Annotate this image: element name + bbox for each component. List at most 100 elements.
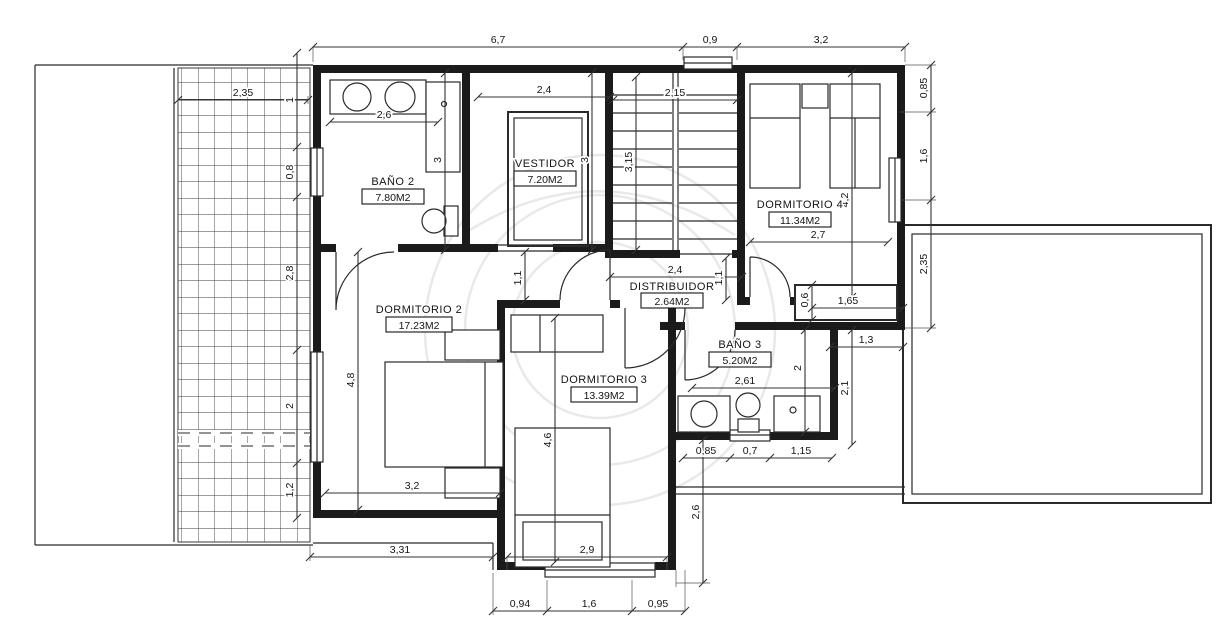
dim-hall-width: 2,4 — [668, 264, 683, 276]
staircase — [613, 73, 737, 250]
room-area: 7.80M2 — [375, 192, 410, 204]
sink-bowl — [384, 81, 416, 113]
room-label-bano2: BAÑO 2 7.80M2 — [361, 174, 425, 205]
room-area: 17.23M2 — [399, 320, 440, 332]
terrace-right — [676, 224, 1212, 504]
terrace-left — [34, 64, 494, 570]
dim-hall-right-depth: 1,1 — [713, 271, 725, 286]
doors — [335, 249, 791, 381]
sink-bowl — [342, 82, 372, 112]
dorm4-furniture — [749, 83, 881, 189]
nightstand — [444, 329, 501, 361]
tile-grid — [177, 67, 311, 543]
windows — [310, 56, 902, 578]
window-left-lower — [310, 351, 324, 463]
room-label-dormitorio2: DORMITORIO 2 17.23M2 — [374, 303, 463, 333]
dim-dorm3-depth: 4,6 — [542, 433, 554, 448]
dim-top-right: 3,2 — [814, 34, 829, 46]
dim-right-2: 1,6 — [918, 149, 930, 164]
door-dormitorio4 — [749, 256, 791, 298]
dim-terrace2-offset: 1,3 — [859, 334, 874, 346]
dorm2-furniture — [384, 329, 504, 499]
door-dormitorio3 — [624, 307, 686, 369]
dim-terrace-width: 2,35 — [233, 87, 254, 99]
room-name: VESTIDOR — [515, 158, 575, 170]
room-name: BAÑO 3 — [718, 338, 761, 351]
dim-right-3: 2,35 — [918, 254, 930, 275]
room-label-bano3: BAÑO 3 5.20M2 — [708, 337, 772, 368]
dim-bottom-1: 0,94 — [510, 598, 531, 610]
room-area: 2.64M2 — [654, 296, 689, 308]
dim-top-total: 6,7 — [491, 34, 506, 46]
dim-left-3: 2,8 — [284, 266, 296, 281]
dim-vestidor-depth: 3 — [579, 157, 591, 163]
room-label-dormitorio3: DORMITORIO 3 13.39M2 — [559, 373, 648, 403]
dim-right-1: 0,85 — [918, 78, 930, 99]
dim-hall-left-depth: 1,1 — [512, 271, 524, 286]
nightstand — [801, 83, 829, 109]
window-top — [683, 56, 733, 70]
closet — [510, 314, 604, 353]
room-area: 5.20M2 — [722, 355, 757, 367]
dim-vestidor-width: 2,4 — [537, 84, 552, 96]
bano3-fixtures — [677, 284, 898, 433]
toilet-base — [737, 418, 760, 433]
shower-tray — [773, 395, 821, 433]
dim-stairs-width: 2,15 — [665, 87, 686, 99]
room-label-distribuidor: DISTRIBUIDOR 2.64M2 — [628, 280, 715, 309]
dim-bano3-depth-right: 2,1 — [839, 381, 851, 396]
double-bed — [384, 361, 504, 468]
dim-right-drop: 2,6 — [690, 505, 702, 520]
dim-left-5: 1,2 — [284, 483, 296, 498]
dim-porch-width: 3,31 — [390, 544, 411, 556]
dim-left-2: 0,8 — [284, 165, 296, 180]
dim-dorm3-width: 2,9 — [580, 544, 595, 556]
dim-stairs-depth: 3,15 — [623, 152, 635, 173]
toilet-bowl — [421, 208, 447, 234]
drain — [789, 406, 797, 414]
dim-left-4: 2 — [284, 403, 296, 409]
dim-bano2-depth: 3 — [432, 157, 444, 163]
dim-bottom-2: 1,6 — [582, 598, 597, 610]
room-area: 7.20M2 — [527, 174, 562, 186]
dim-left-1: 1 — [284, 97, 296, 103]
door-bano2 — [335, 251, 395, 311]
toilet-bowl — [735, 392, 761, 418]
bed — [514, 427, 611, 568]
room-name: DISTRIBUIDOR — [630, 281, 715, 293]
window-dorm4 — [888, 157, 902, 223]
dim-bano3-bottom-2: 0,7 — [743, 445, 758, 457]
dim-bano3-bottom-1: 0,85 — [696, 445, 717, 457]
room-labels: BAÑO 2 7.80M2 VESTIDOR 7.20M2 DORMITORIO… — [361, 157, 844, 403]
dim-bano3-bottom-3: 1,15 — [791, 445, 812, 457]
dim-bano3-width: 2,61 — [735, 375, 756, 387]
dimension-labels: 6,7 0,9 3,2 2,35 2,6 2,4 2,15 2,4 2,7 1,… — [231, 32, 932, 612]
room-name: DORMITORIO 2 — [376, 304, 462, 316]
dim-closet-width: 1,65 — [838, 295, 859, 307]
room-label-dormitorio4: DORMITORIO 4 11.34M2 — [755, 198, 844, 228]
dim-closet-depth: 0,6 — [799, 293, 811, 308]
dimension-lines — [173, 42, 936, 616]
dim-top-stair: 0,9 — [703, 34, 718, 46]
dim-dorm4-depth: 4,2 — [839, 193, 851, 208]
room-name: BAÑO 2 — [371, 175, 414, 188]
room-name: DORMITORIO 3 — [561, 374, 647, 386]
bed — [749, 83, 801, 189]
dim-bano3-depth-left: 2 — [792, 365, 804, 371]
room-area: 11.34M2 — [780, 215, 820, 227]
room-label-vestidor: VESTIDOR 7.20M2 — [513, 157, 577, 187]
knob — [440, 100, 448, 108]
room-name: DORMITORIO 4 — [757, 199, 843, 211]
sink-bowl — [690, 400, 718, 428]
hall-closet — [794, 284, 898, 321]
dim-dorm4-width: 2,7 — [811, 229, 826, 241]
pillow — [522, 521, 603, 561]
window-left-upper — [310, 147, 324, 197]
dim-bottom-3: 0,95 — [648, 598, 669, 610]
dorm3-furniture — [510, 314, 611, 568]
room-area: 13.39M2 — [584, 390, 625, 402]
dim-dorm2-depth: 4,8 — [345, 373, 357, 388]
door-dormitorio2 — [559, 249, 611, 301]
